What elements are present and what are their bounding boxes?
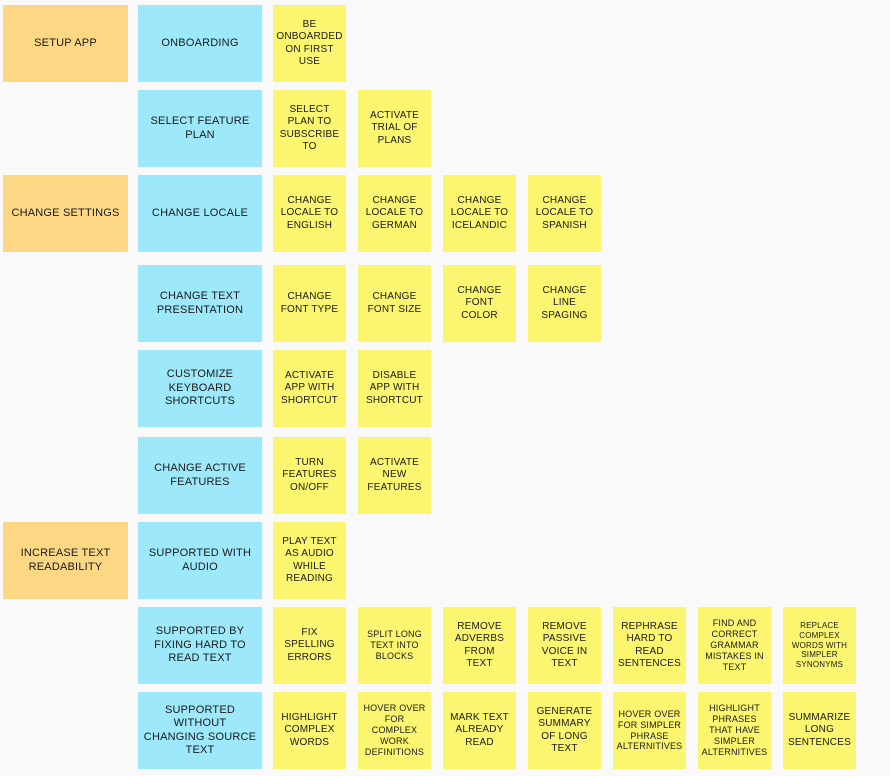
card-label: REPLACE COMPLEX WORDS WITH SIMPLER SYNON… <box>791 621 848 670</box>
task-card[interactable]: CHANGE LOCALE <box>138 175 262 252</box>
card-label: BE ONBOARDED ON FIRST USE <box>276 19 343 67</box>
card-label: CHANGE LOCALE TO GERMAN <box>365 195 424 231</box>
card-label: MARK TEXT ALREADY READ <box>450 712 509 748</box>
card-label: SUPPORTED WITHOUT CHANGING SOURCE TEXT <box>143 703 257 756</box>
story-card[interactable]: ACTIVATE APP WITH SHORTCUT <box>273 350 346 427</box>
card-label: CHANGE LOCALE TO ENGLISH <box>280 195 339 231</box>
task-card[interactable]: CHANGE TEXT PRESENTATION <box>138 265 262 342</box>
task-card[interactable]: SELECT FEATURE PLAN <box>138 90 262 167</box>
story-card[interactable]: FIX SPELLING ERRORS <box>273 607 346 684</box>
story-card[interactable]: CHANGE LOCALE TO GERMAN <box>358 175 431 252</box>
task-card[interactable]: CHANGE ACTIVE FEATURES <box>138 437 262 514</box>
card-label: SETUP APP <box>34 36 97 49</box>
task-card[interactable]: SUPPORTED BY FIXING HARD TO READ TEXT <box>138 607 262 684</box>
story-card[interactable]: CHANGE LOCALE TO ICELANDIC <box>443 175 516 252</box>
card-label: HIGHLIGHT COMPLEX WORDS <box>281 712 338 748</box>
story-card[interactable]: TURN FEATURES ON/OFF <box>273 437 346 514</box>
story-card[interactable]: CHANGE LOCALE TO SPANISH <box>528 175 601 252</box>
card-label: ACTIVATE NEW FEATURES <box>367 457 422 493</box>
story-card[interactable]: BE ONBOARDED ON FIRST USE <box>273 5 346 82</box>
card-label: REMOVE ADVERBS FROM TEXT <box>454 621 505 669</box>
story-card[interactable]: HIGHLIGHT COMPLEX WORDS <box>273 692 346 769</box>
card-label: SUPPORTED BY FIXING HARD TO READ TEXT <box>154 625 246 665</box>
card-label: GENERATE SUMMARY OF LONG TEXT <box>536 706 593 754</box>
story-card[interactable]: SELECT PLAN TO SUBSCRIBE TO <box>273 90 346 167</box>
card-label: CUSTOMIZE KEYBOARD SHORTCUTS <box>164 368 236 408</box>
story-card[interactable]: DISABLE APP WITH SHORTCUT <box>358 350 431 427</box>
task-card[interactable]: CUSTOMIZE KEYBOARD SHORTCUTS <box>138 350 262 427</box>
story-card[interactable]: CHANGE LOCALE TO ENGLISH <box>273 175 346 252</box>
story-card[interactable]: REPLACE COMPLEX WORDS WITH SIMPLER SYNON… <box>783 607 856 684</box>
story-card[interactable]: PLAY TEXT AS AUDIO WHILE READING <box>273 522 346 599</box>
story-card[interactable]: CHANGE LINE SPAGING <box>528 265 601 342</box>
activity-card[interactable]: SETUP APP <box>3 5 128 82</box>
story-card[interactable]: MARK TEXT ALREADY READ <box>443 692 516 769</box>
story-card[interactable]: CHANGE FONT SIZE <box>358 265 431 342</box>
story-card[interactable]: ACTIVATE NEW FEATURES <box>358 437 431 514</box>
task-card[interactable]: ONBOARDING <box>138 5 262 82</box>
task-card[interactable]: SUPPORTED WITH AUDIO <box>138 522 262 599</box>
task-card[interactable]: SUPPORTED WITHOUT CHANGING SOURCE TEXT <box>138 692 262 769</box>
story-card[interactable]: SUMMARIZE LONG SENTENCES <box>783 692 856 769</box>
card-label: HIGHLIGHT PHRASES THAT HAVE SIMPLER ALTE… <box>701 703 768 757</box>
card-label: FIND AND CORRECT GRAMMAR MISTAKES IN TEX… <box>705 618 764 672</box>
card-label: ACTIVATE TRIAL OF PLANS <box>369 110 419 146</box>
card-label: FIX SPELLING ERRORS <box>284 627 335 663</box>
story-card[interactable]: HOVER OVER FOR SIMPLER PHRASE ALTERNITIV… <box>613 692 686 769</box>
card-label: TURN FEATURES ON/OFF <box>282 457 337 493</box>
activity-card[interactable]: CHANGE SETTINGS <box>3 175 128 252</box>
story-card[interactable]: ACTIVATE TRIAL OF PLANS <box>358 90 431 167</box>
card-label: SELECT FEATURE PLAN <box>150 115 250 141</box>
card-label: PLAY TEXT AS AUDIO WHILE READING <box>282 536 337 584</box>
card-label: CHANGE FONT TYPE <box>280 291 339 315</box>
story-card[interactable]: HIGHLIGHT PHRASES THAT HAVE SIMPLER ALTE… <box>698 692 771 769</box>
card-label: CHANGE SETTINGS <box>11 206 120 219</box>
card-label: CHANGE FONT SIZE <box>367 291 422 315</box>
activity-card[interactable]: INCREASE TEXT READABILITY <box>3 522 128 599</box>
card-label: SPLIT LONG TEXT INTO BLOCKS <box>367 629 422 661</box>
story-card[interactable]: CHANGE FONT COLOR <box>443 265 516 342</box>
story-card[interactable]: REMOVE ADVERBS FROM TEXT <box>443 607 516 684</box>
card-label: REPHRASE HARD TO READ SENTENCES <box>618 621 681 669</box>
card-label: ONBOARDING <box>161 36 239 49</box>
card-label: CHANGE LOCALE TO SPANISH <box>535 195 594 231</box>
card-label: HOVER OVER FOR COMPLEX WORK DEFINITIONS <box>363 703 426 757</box>
story-card[interactable]: REMOVE PASSIVE VOICE IN TEXT <box>528 607 601 684</box>
card-label: SUMMARIZE LONG SENTENCES <box>788 712 851 748</box>
card-label: INCREASE TEXT READABILITY <box>20 547 111 573</box>
card-label: CHANGE TEXT PRESENTATION <box>156 290 244 316</box>
card-label: CHANGE LINE SPAGING <box>541 285 588 321</box>
story-card[interactable]: GENERATE SUMMARY OF LONG TEXT <box>528 692 601 769</box>
card-label: SELECT PLAN TO SUBSCRIBE TO <box>279 104 340 152</box>
card-label: SUPPORTED WITH AUDIO <box>148 547 252 573</box>
story-card[interactable]: SPLIT LONG TEXT INTO BLOCKS <box>358 607 431 684</box>
card-label: CHANGE ACTIVE FEATURES <box>154 462 246 488</box>
card-label: CHANGE FONT COLOR <box>457 285 502 321</box>
story-card[interactable]: CHANGE FONT TYPE <box>273 265 346 342</box>
card-label: DISABLE APP WITH SHORTCUT <box>366 370 423 406</box>
card-label: HOVER OVER FOR SIMPLER PHRASE ALTERNITIV… <box>616 708 683 752</box>
story-card[interactable]: FIND AND CORRECT GRAMMAR MISTAKES IN TEX… <box>698 607 771 684</box>
card-label: REMOVE PASSIVE VOICE IN TEXT <box>541 621 588 669</box>
card-label: CHANGE LOCALE <box>151 206 249 219</box>
story-card[interactable]: REPHRASE HARD TO READ SENTENCES <box>613 607 686 684</box>
card-label: ACTIVATE APP WITH SHORTCUT <box>281 370 338 406</box>
card-label: CHANGE LOCALE TO ICELANDIC <box>450 195 509 231</box>
story-card[interactable]: HOVER OVER FOR COMPLEX WORK DEFINITIONS <box>358 692 431 769</box>
